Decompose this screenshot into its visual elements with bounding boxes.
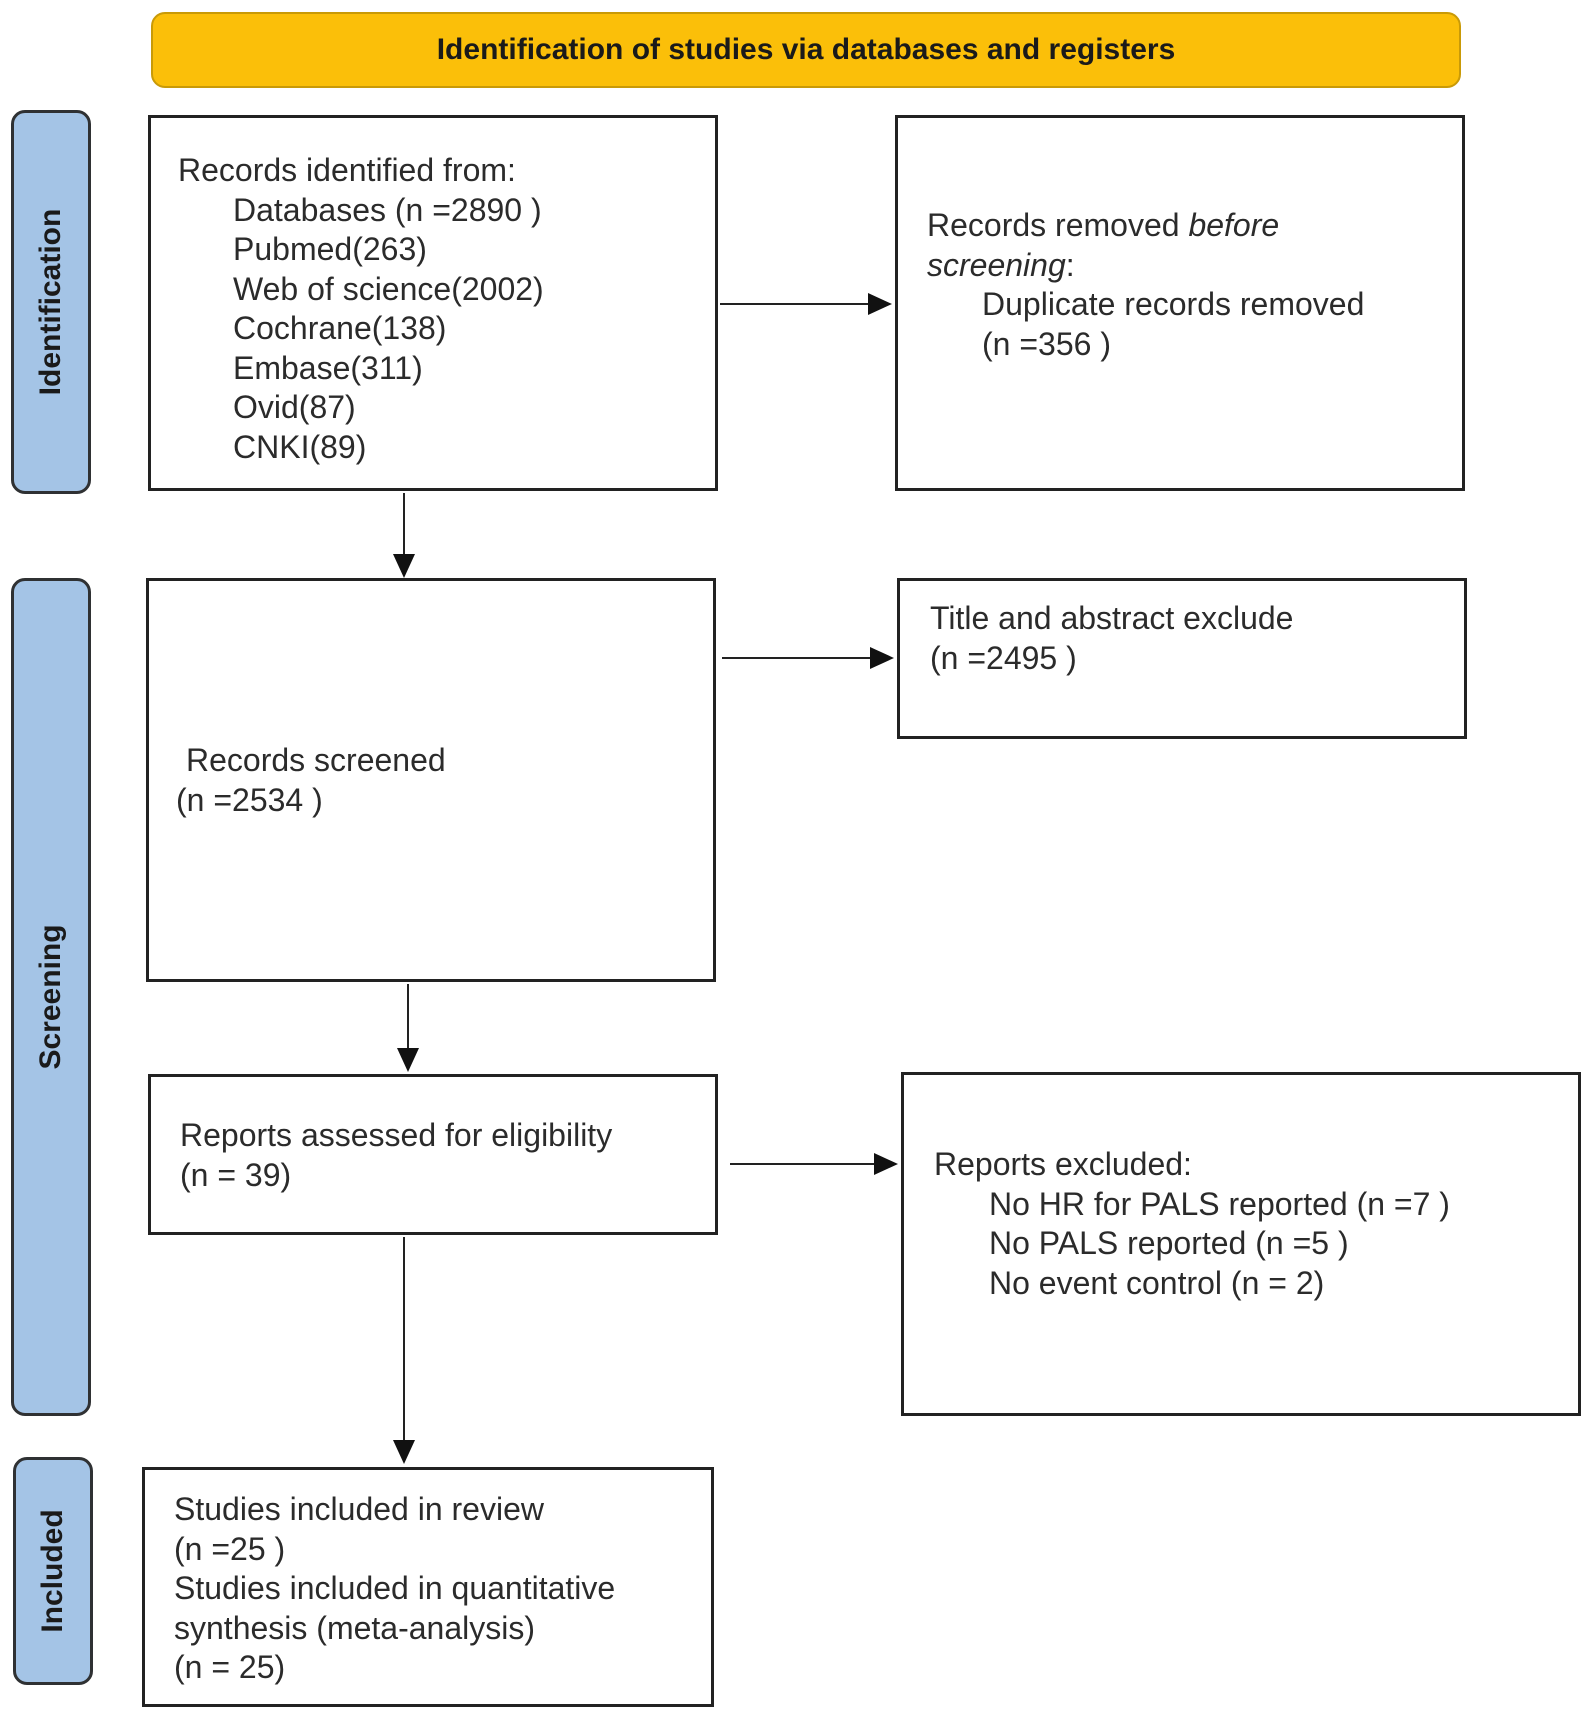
database-item: Pubmed(263): [233, 231, 427, 267]
reports-assessed-box: Reports assessed for eligibility (n = 39…: [148, 1074, 718, 1235]
reports-excluded-box: Reports excluded: No HR for PALS reporte…: [901, 1072, 1581, 1416]
duplicate-records-count: (n =356 ): [982, 325, 1111, 362]
records-removed-heading-cont: screening:: [927, 246, 1075, 283]
studies-included-box: Studies included in review (n =25 ) Stud…: [142, 1467, 714, 1707]
database-item: Embase(311): [233, 349, 423, 386]
title-abstract-count: (n =2495 ): [930, 639, 1077, 676]
arrowhead-right: [870, 647, 894, 669]
database-item: Cochrane(138): [233, 310, 447, 346]
duplicate-records-label: Duplicate records removed: [982, 286, 1365, 322]
arrowhead-down: [393, 554, 415, 578]
header-title: Identification of studies via databases …: [436, 33, 1176, 66]
records-screened-label: Records screened: [186, 742, 446, 778]
records-removed-box: Records removed before screening: Duplic…: [895, 115, 1465, 491]
phase-identification-label: Identification: [34, 208, 67, 396]
arrowhead-down: [393, 1440, 415, 1464]
studies-included-line: Studies included in quantitative: [174, 1570, 616, 1606]
exclusion-reason: No event control (n = 2): [989, 1264, 1325, 1301]
exclusion-reason: No PALS reported (n =5 ): [989, 1225, 1349, 1261]
phase-included: Included: [13, 1457, 93, 1685]
records-screened-box: Records screened (n =2534 ): [146, 578, 716, 982]
database-item: Databases (n =2890 ): [233, 191, 542, 228]
studies-included-line: (n =25 ): [174, 1530, 286, 1567]
database-item: Ovid(87): [233, 389, 356, 425]
phase-included-label: Included: [36, 1509, 69, 1633]
studies-included-line: synthesis (meta-analysis): [174, 1609, 535, 1646]
header-banner: Identification of studies via databases …: [151, 12, 1461, 88]
records-identified-box: Records identified from: Databases (n =2…: [148, 115, 718, 491]
reports-assessed-label: Reports assessed for eligibility: [180, 1117, 613, 1153]
records-identified-heading: Records identified from:: [178, 152, 516, 188]
studies-included-line: (n = 25): [174, 1649, 286, 1685]
title-abstract-label: Title and abstract exclude: [930, 600, 1294, 636]
records-removed-heading: Records removed before: [927, 207, 1280, 243]
exclusion-reason: No HR for PALS reported (n =7 ): [989, 1185, 1450, 1222]
title-abstract-excluded-box: Title and abstract exclude (n =2495 ): [897, 578, 1467, 739]
arrowhead-right: [874, 1153, 898, 1175]
reports-assessed-count: (n = 39): [180, 1156, 292, 1193]
database-item: Web of science(2002): [233, 270, 544, 307]
database-item: CNKI(89): [233, 428, 367, 465]
studies-included-line: Studies included in review: [174, 1491, 544, 1527]
reports-excluded-heading: Reports excluded:: [934, 1146, 1192, 1182]
phase-identification: Identification: [11, 110, 91, 494]
phase-screening: Screening: [11, 578, 91, 1416]
records-screened-count: (n =2534 ): [176, 781, 323, 818]
phase-screening-label: Screening: [34, 924, 67, 1070]
arrowhead-down: [397, 1048, 419, 1072]
arrowhead-right: [868, 293, 892, 315]
